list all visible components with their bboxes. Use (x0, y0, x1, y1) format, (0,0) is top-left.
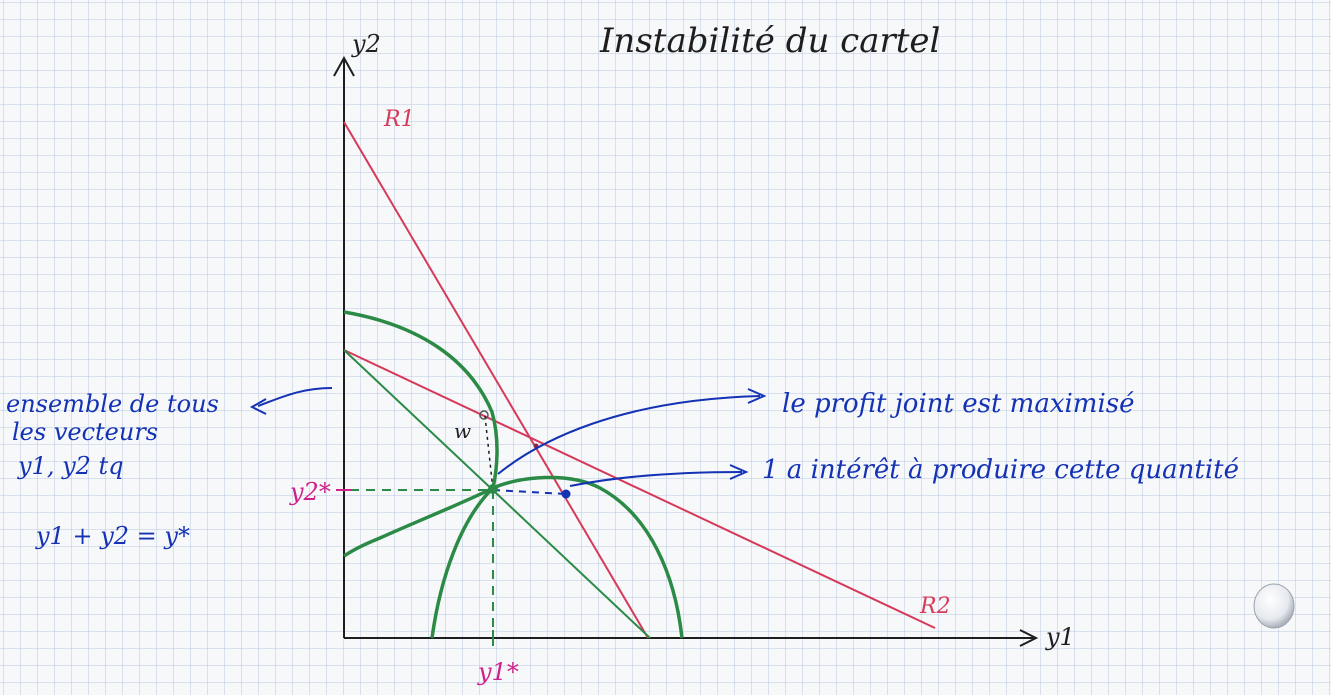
iso-output-line (343, 349, 651, 639)
right-note-2: 1 a intérêt à produire cette quantité (762, 455, 1239, 485)
cartel-point (488, 484, 498, 494)
best-response-point (561, 489, 571, 499)
w-point (479, 410, 489, 420)
r1-label: R1 (383, 107, 415, 132)
reaction-curve-r1 (343, 121, 649, 639)
x-axis-label: y1 (1045, 623, 1075, 651)
right-note1-arrow (497, 395, 761, 475)
left-note-line4: y1 + y2 = y* (35, 522, 190, 550)
y2-star-label: y2* (289, 478, 331, 506)
left-note-line1: ensemble de tous (6, 390, 219, 418)
r2-label: R2 (919, 594, 951, 619)
left-note-line2: les vecteurs (12, 418, 158, 446)
punch-hole (1253, 583, 1295, 629)
w-label: w (454, 419, 471, 443)
axes (333, 55, 1039, 647)
left-note-line3: y1, y2 tq (17, 452, 124, 480)
x-axis-arrow (1019, 629, 1039, 647)
reaction-curve-r2 (343, 349, 936, 629)
left-note-arrowhead (249, 398, 267, 415)
y1-star-label: y1* (477, 658, 519, 686)
isoprofit-curve-firm1 (430, 475, 684, 639)
left-note-arrow (257, 387, 333, 407)
y-axis-label: y2 (351, 30, 381, 58)
y-axis-arrow (333, 55, 355, 77)
right-note2-arrowhead (729, 464, 749, 480)
right-note2-arrow (569, 471, 743, 487)
right-note-1: le profit joint est maximisé (782, 389, 1135, 419)
diagram-title: Instabilité du cartel (599, 21, 940, 61)
right-note1-arrowhead (747, 388, 767, 404)
w-guide (484, 415, 494, 491)
